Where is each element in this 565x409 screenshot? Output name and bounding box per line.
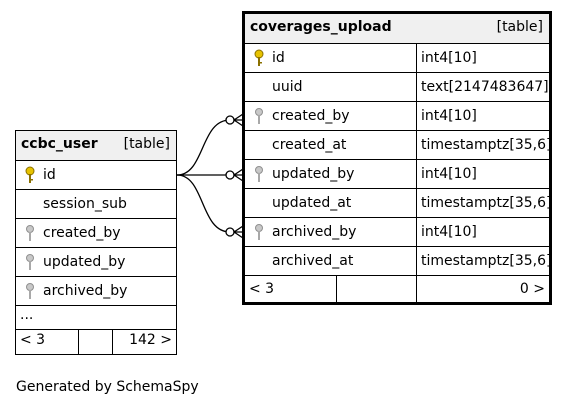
more-columns-ellipsis: ... (20, 307, 34, 323)
foreign-key-icon (26, 225, 34, 241)
crowfoot-created-by (233, 113, 244, 127)
column-type: int4[10] (421, 224, 477, 240)
table-footer: < 3 142 > (16, 329, 176, 354)
foreign-key-icon (255, 108, 263, 124)
divider (416, 44, 417, 73)
column-type: timestamptz[35,6] (421, 253, 552, 269)
table-name: ccbc_user (21, 136, 98, 152)
column-row[interactable]: id (16, 160, 176, 190)
divider (416, 247, 417, 276)
column-name: created_by (272, 108, 350, 124)
table-type-tag: [table] (496, 19, 543, 35)
divider (112, 330, 113, 354)
column-type: timestamptz[35,6] (421, 195, 552, 211)
foreign-key-icon (26, 254, 34, 270)
more-columns-row[interactable]: ... (16, 305, 176, 330)
optional-marker (225, 115, 235, 125)
children-count[interactable]: 142 > (129, 332, 172, 348)
parents-count[interactable]: < 3 (20, 332, 46, 348)
link-archived-by (176, 174, 231, 233)
column-row[interactable]: created_by int4[10] (245, 101, 549, 131)
column-row[interactable]: updated_by int4[10] (245, 159, 549, 189)
column-row[interactable]: updated_by (16, 247, 176, 277)
table-coverages-upload[interactable]: coverages_upload [table] id int4[10] uui… (242, 11, 552, 305)
column-name: session_sub (43, 196, 127, 212)
divider (416, 160, 417, 189)
foreign-key-icon (255, 224, 263, 240)
divider (416, 102, 417, 131)
column-type: int4[10] (421, 108, 477, 124)
divider (336, 276, 337, 302)
column-name: archived_by (43, 283, 128, 299)
column-name: archived_by (272, 224, 357, 240)
table-header: ccbc_user [table] (16, 131, 176, 160)
link-created-by (176, 119, 231, 176)
generator-caption: Generated by SchemaSpy (16, 379, 199, 395)
column-row[interactable]: archived_by (16, 276, 176, 306)
column-row[interactable]: created_by (16, 218, 176, 248)
foreign-key-icon (255, 166, 263, 182)
column-row[interactable]: archived_by int4[10] (245, 217, 549, 247)
column-row[interactable]: id int4[10] (245, 43, 549, 73)
column-name: archived_at (272, 253, 354, 269)
column-type: timestamptz[35,6] (421, 137, 552, 153)
column-name: created_at (272, 137, 347, 153)
column-row[interactable]: session_sub (16, 189, 176, 219)
column-type: text[2147483647] (421, 79, 549, 95)
column-row[interactable]: uuid text[2147483647] (245, 72, 549, 102)
crowfoot-updated-by (233, 168, 244, 182)
primary-key-icon (254, 49, 264, 66)
divider (416, 218, 417, 247)
table-header: coverages_upload [table] (245, 14, 549, 43)
divider (416, 276, 417, 302)
column-type: int4[10] (421, 50, 477, 66)
table-ccbc-user[interactable]: ccbc_user [table] id session_sub created… (15, 130, 177, 355)
crowfoot-archived-by (233, 225, 244, 239)
table-name: coverages_upload (250, 19, 392, 35)
column-row[interactable]: archived_at timestamptz[35,6] (245, 246, 552, 276)
column-name: updated_at (272, 195, 352, 211)
column-row[interactable]: updated_at timestamptz[35,6] (245, 188, 552, 218)
divider (416, 131, 417, 160)
column-name: updated_by (43, 254, 126, 270)
parents-count[interactable]: < 3 (249, 281, 275, 297)
table-footer: < 3 0 > (245, 275, 549, 302)
divider (416, 73, 417, 102)
column-name: id (43, 167, 56, 183)
column-name: uuid (272, 79, 303, 95)
column-type: int4[10] (421, 166, 477, 182)
column-name: updated_by (272, 166, 355, 182)
optional-marker (225, 170, 235, 180)
children-count[interactable]: 0 > (519, 281, 545, 297)
optional-marker (225, 227, 235, 237)
table-type-tag: [table] (123, 136, 170, 152)
column-name: id (272, 50, 285, 66)
foreign-key-icon (26, 283, 34, 299)
column-name: created_by (43, 225, 121, 241)
divider (78, 330, 79, 354)
column-row[interactable]: created_at timestamptz[35,6] (245, 130, 552, 160)
divider (416, 189, 417, 218)
primary-key-icon (25, 166, 35, 183)
